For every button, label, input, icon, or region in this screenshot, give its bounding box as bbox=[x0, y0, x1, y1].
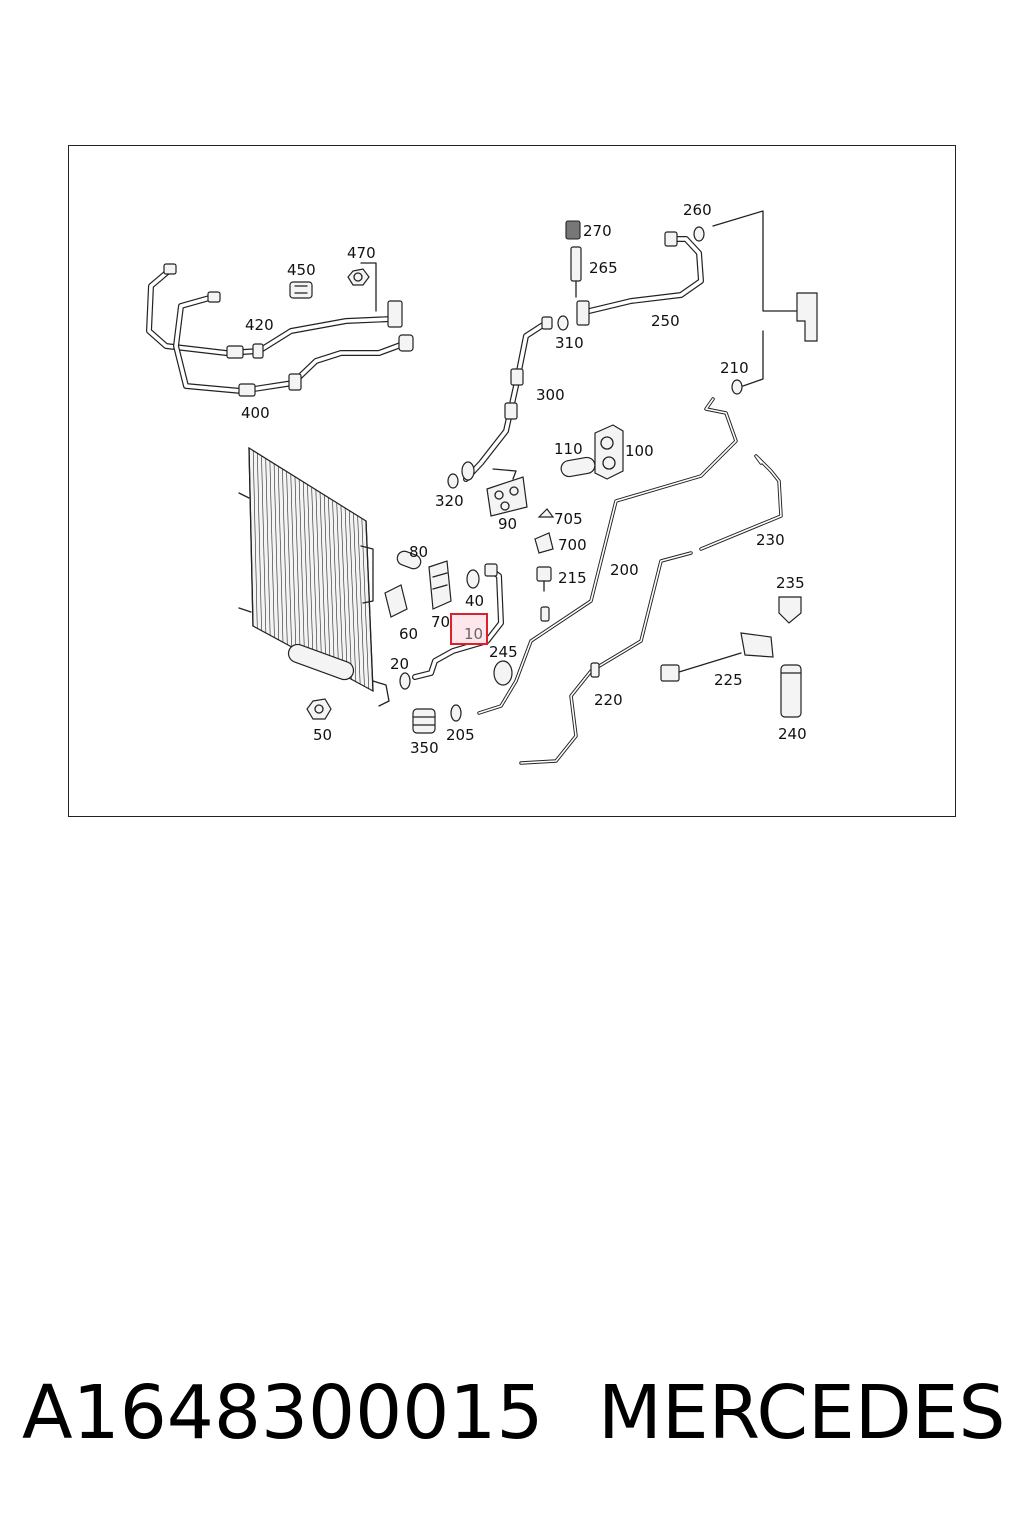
o-ring-20 bbox=[399, 672, 411, 690]
label-270[interactable]: 270 bbox=[583, 222, 612, 240]
label-225[interactable]: 225 bbox=[714, 671, 743, 689]
label-230[interactable]: 230 bbox=[756, 531, 785, 549]
parts-diagram: 10 20 40 50 60 70 80 90 100 110 200 205 … bbox=[146, 201, 818, 765]
dryer-240 bbox=[780, 664, 802, 718]
label-40[interactable]: 40 bbox=[465, 592, 484, 610]
condenser bbox=[238, 446, 390, 707]
block-70 bbox=[428, 560, 452, 610]
o-ring-40 bbox=[466, 569, 480, 589]
label-350[interactable]: 350 bbox=[410, 739, 439, 757]
part-number: A1648300015 bbox=[22, 1370, 544, 1456]
label-265[interactable]: 265 bbox=[589, 259, 618, 277]
sleeve-110 bbox=[560, 456, 596, 478]
label-240[interactable]: 240 bbox=[778, 725, 807, 743]
label-90[interactable]: 90 bbox=[498, 515, 517, 533]
valve-265-270 bbox=[565, 220, 582, 298]
diagram-frame: 10 20 40 50 60 70 80 90 100 110 200 205 … bbox=[68, 145, 956, 817]
label-100[interactable]: 100 bbox=[625, 442, 654, 460]
label-300[interactable]: 300 bbox=[536, 386, 565, 404]
label-400[interactable]: 400 bbox=[241, 404, 270, 422]
highlight-box bbox=[450, 613, 488, 645]
label-310[interactable]: 310 bbox=[555, 334, 584, 352]
o-ring-320 bbox=[447, 473, 459, 489]
label-200[interactable]: 200 bbox=[610, 561, 639, 579]
pipe-10 bbox=[412, 563, 504, 680]
label-420[interactable]: 420 bbox=[245, 316, 274, 334]
plate-90 bbox=[486, 468, 528, 517]
bracket-60 bbox=[384, 584, 408, 618]
label-705[interactable]: 705 bbox=[554, 510, 583, 528]
label-215[interactable]: 215 bbox=[558, 569, 587, 587]
label-260[interactable]: 260 bbox=[683, 201, 712, 219]
label-20[interactable]: 20 bbox=[390, 655, 409, 673]
label-70[interactable]: 70 bbox=[431, 613, 450, 631]
label-60[interactable]: 60 bbox=[399, 625, 418, 643]
label-10[interactable]: 10 bbox=[464, 625, 483, 643]
label-205[interactable]: 205 bbox=[446, 726, 475, 744]
pipe-200 bbox=[450, 397, 738, 722]
pipe-230 bbox=[699, 454, 783, 551]
pipe-250 bbox=[576, 210, 818, 395]
nut-50 bbox=[306, 698, 332, 720]
footer: A1648300015 MERCEDES bbox=[0, 1370, 1024, 1470]
label-250[interactable]: 250 bbox=[651, 312, 680, 330]
pipe-300 bbox=[461, 315, 569, 482]
block-100 bbox=[594, 424, 624, 480]
label-235[interactable]: 235 bbox=[776, 574, 805, 592]
label-110[interactable]: 110 bbox=[554, 440, 583, 458]
label-450[interactable]: 450 bbox=[287, 261, 316, 279]
nut-350 bbox=[412, 708, 436, 734]
label-320[interactable]: 320 bbox=[435, 492, 464, 510]
clip-450 bbox=[289, 281, 313, 299]
sensor-225 bbox=[660, 632, 774, 682]
label-470[interactable]: 470 bbox=[347, 244, 376, 262]
pipe-220 bbox=[519, 551, 693, 765]
brand-name: MERCEDES bbox=[598, 1370, 1006, 1456]
sensor-700-705-215 bbox=[534, 508, 555, 592]
callout-labels: 10 20 40 50 60 70 80 90 100 110 200 205 … bbox=[241, 201, 807, 757]
sleeve-80 bbox=[396, 550, 422, 570]
label-700[interactable]: 700 bbox=[558, 536, 587, 554]
clip-235 bbox=[778, 596, 802, 624]
pipe-400 bbox=[146, 263, 414, 397]
label-210[interactable]: 210 bbox=[720, 359, 749, 377]
label-245[interactable]: 245 bbox=[489, 643, 518, 661]
label-220[interactable]: 220 bbox=[594, 691, 623, 709]
label-50[interactable]: 50 bbox=[313, 726, 332, 744]
nut-470 bbox=[347, 262, 377, 312]
label-80[interactable]: 80 bbox=[409, 543, 428, 561]
